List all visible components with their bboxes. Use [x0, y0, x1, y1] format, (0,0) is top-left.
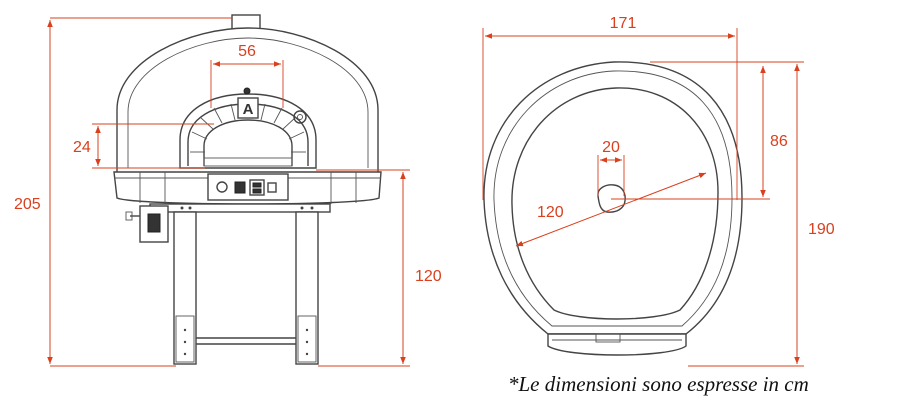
control-knob [216, 181, 228, 193]
logo-badge [237, 97, 259, 119]
stand-leg-left [173, 211, 197, 365]
label-front-depth: 86 [770, 133, 788, 150]
flue-hole [597, 184, 626, 213]
label-total-depth: 190 [808, 221, 835, 238]
label-flue-diameter: 20 [602, 139, 620, 156]
label-mouth-height: 24 [73, 139, 91, 156]
front-view: A [14, 14, 442, 367]
stand-leg-right [295, 211, 319, 365]
oven-front-mouth [547, 333, 687, 356]
label-base-height: 120 [415, 268, 442, 285]
thermometer-icon [293, 110, 307, 124]
logo-letter: A [243, 101, 254, 118]
units-note: *Le dimensioni sono espresse in cm [508, 372, 809, 396]
dimension-line-internal-diameter [515, 172, 707, 247]
label-mouth-width: 56 [238, 43, 256, 60]
gauge-display [234, 181, 246, 194]
control-panel [207, 173, 289, 201]
oven-chamber-outline [511, 87, 719, 320]
label-internal-diameter: 120 [537, 204, 564, 221]
label-total-height: 205 [14, 196, 41, 213]
top-view: 171 190 86 20 120 [482, 15, 835, 367]
label-total-width: 171 [610, 15, 637, 32]
